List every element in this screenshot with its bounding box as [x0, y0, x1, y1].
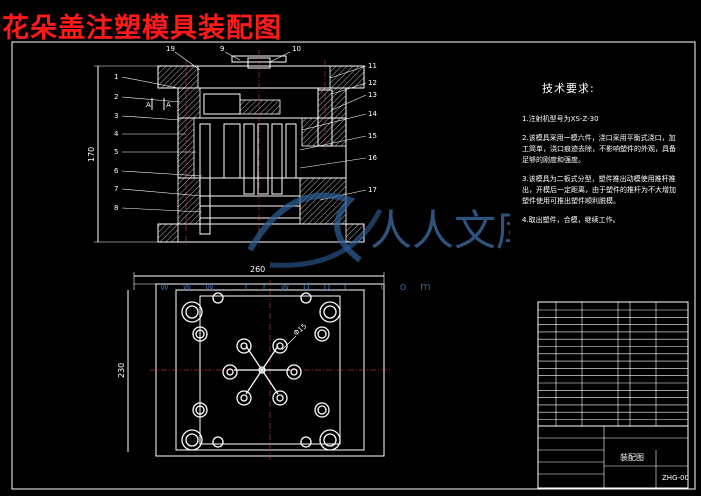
- width-dimension: 260: [250, 265, 265, 274]
- drawing-title: 花朵盖注塑模具装配图: [2, 13, 282, 44]
- part-label-11: 11: [368, 62, 377, 70]
- watermark-url: w w w . r r w d o c . c o m: [160, 280, 436, 293]
- part-label-19: 19: [166, 45, 175, 53]
- height-dimension: 170: [87, 147, 96, 162]
- part-label-9: 9: [220, 45, 224, 53]
- part-label-14: 14: [368, 110, 377, 118]
- section-view: [94, 50, 367, 246]
- tech-requirement-3: 3.该模具为二板式分型，塑件推出动模使用推杆推出，开模后一定距离，由于塑件的推杆…: [522, 175, 676, 205]
- technical-requirements: 技术要求: 1.注射机型号为XS-Z-30 2.该模具采用一模六件，浇口采用平衡…: [522, 80, 682, 234]
- part-label-3: 3: [114, 112, 118, 120]
- part-label-8: 8: [114, 204, 118, 212]
- diameter-label: Φ15: [292, 322, 308, 337]
- title-block-code: ZHG-00: [662, 474, 689, 482]
- part-label-16: 16: [368, 154, 377, 162]
- tech-requirement-4: 4.取出塑件，合模，继续工作。: [522, 216, 620, 224]
- part-labels-right: 11 12 13 14 15 16 17: [368, 62, 377, 194]
- part-labels-left: 1 2 3 4 5 6 7 8: [114, 73, 119, 212]
- part-label-2: 2: [114, 93, 118, 101]
- part-label-15: 15: [368, 132, 377, 140]
- tech-requirement-1: 1.注射机型号为XS-Z-30: [522, 115, 599, 123]
- part-label-6: 6: [114, 167, 119, 175]
- section-mark-a-right: A: [166, 101, 171, 109]
- part-label-7: 7: [114, 185, 118, 193]
- part-label-10: 10: [292, 45, 301, 53]
- plan-view: [127, 272, 390, 460]
- part-label-17: 17: [368, 186, 377, 194]
- part-labels-top: 19 9 10: [166, 45, 301, 53]
- tech-requirements-title: 技术要求:: [542, 82, 595, 95]
- title-block: [537, 425, 689, 489]
- section-mark-a-left: A: [146, 101, 151, 109]
- part-label-5: 5: [114, 148, 118, 156]
- title-block-name: 装配图: [620, 452, 644, 462]
- parts-list: [537, 301, 689, 427]
- tech-requirement-2: 2.该模具采用一模六件，浇口采用平衡式浇口，加工简单，浇口痕迹去除，不影响塑件的…: [522, 134, 676, 164]
- part-label-1: 1: [114, 73, 118, 81]
- plan-height-dimension: 230: [117, 363, 126, 378]
- part-label-13: 13: [368, 91, 377, 99]
- drawing-border: [11, 41, 696, 490]
- part-label-4: 4: [114, 130, 119, 138]
- part-label-12: 12: [368, 79, 377, 87]
